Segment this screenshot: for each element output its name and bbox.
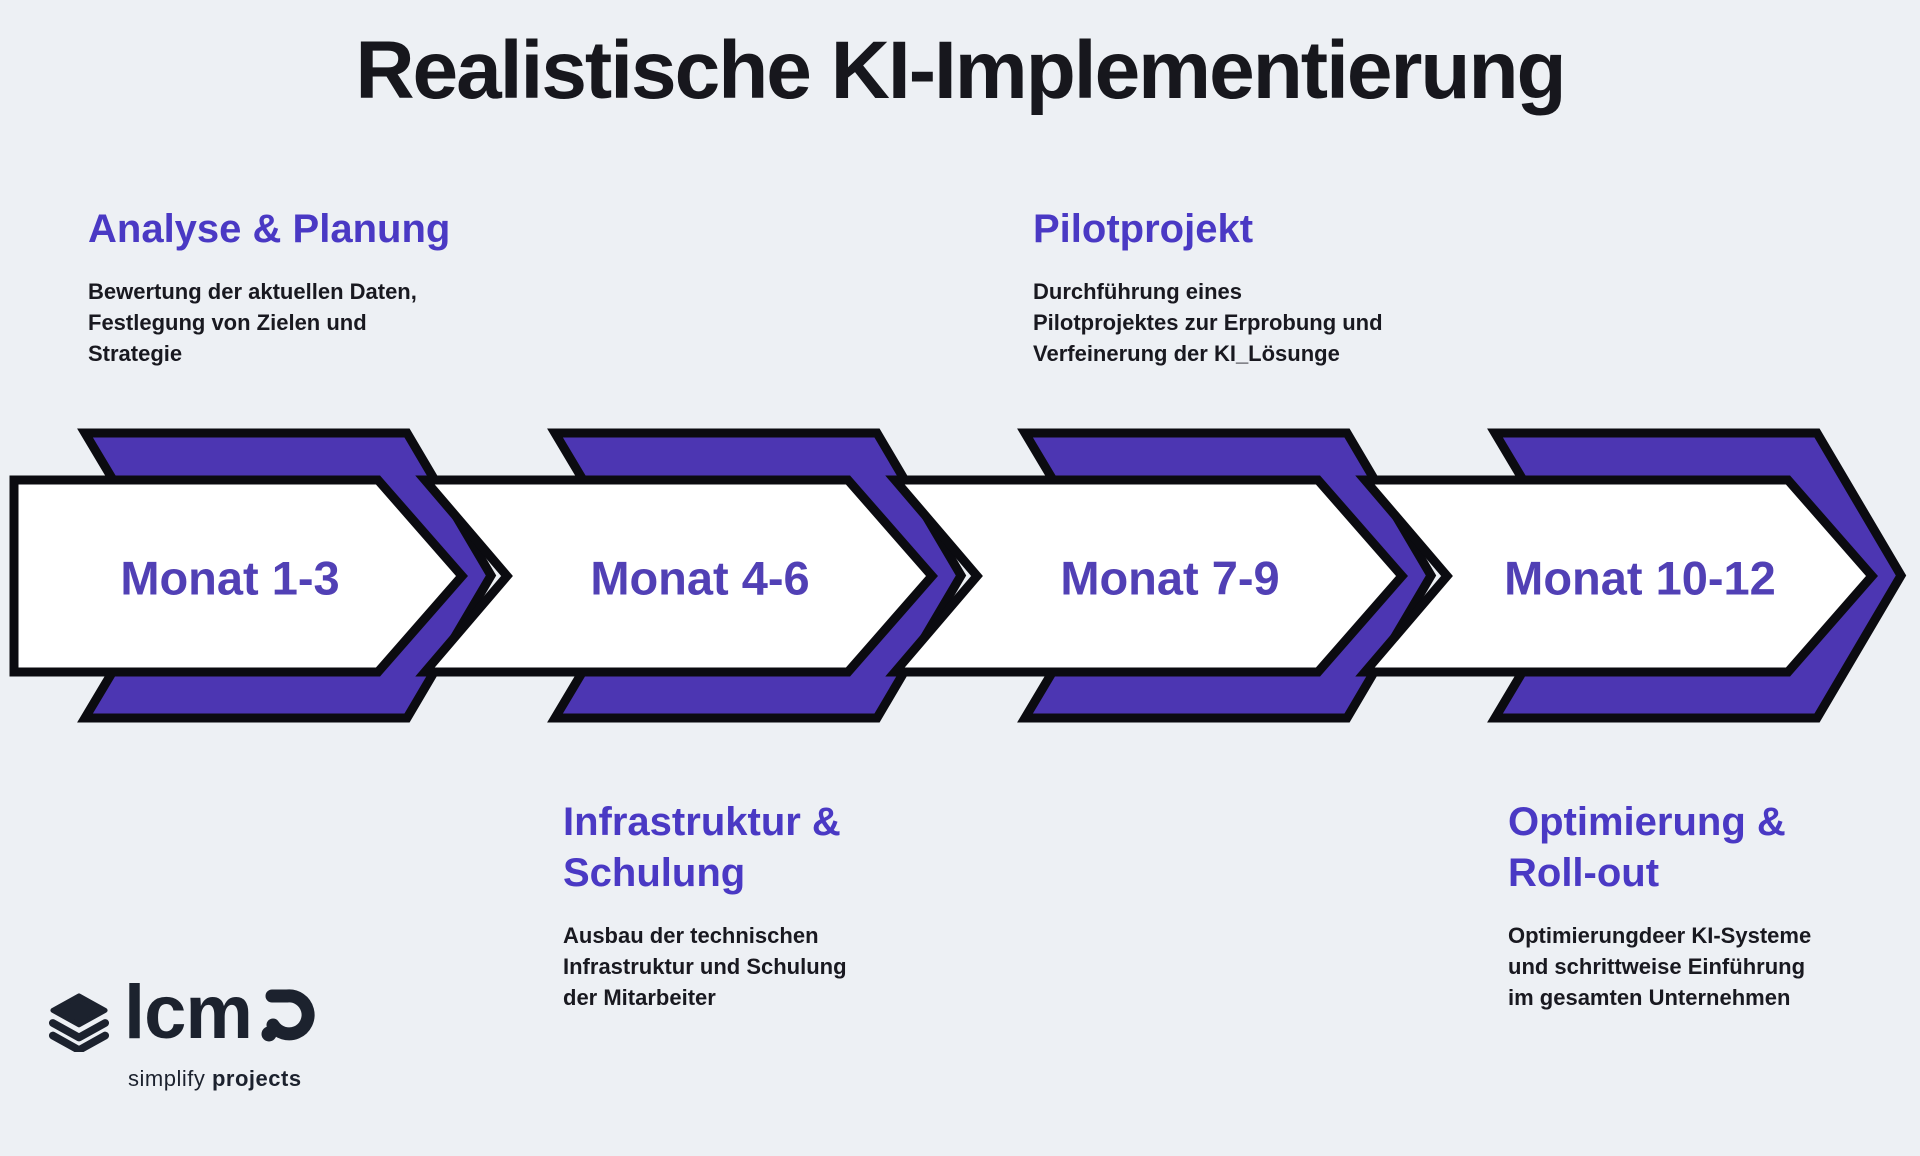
chevron-front-arrow-3 bbox=[885, 475, 1408, 677]
chevron-label-4: Monat 10-12 bbox=[1504, 552, 1776, 605]
chevron-label-1: Monat 1-3 bbox=[120, 552, 339, 605]
chevron-phase-4: Monat 10-12 bbox=[1355, 428, 1907, 723]
logo-stylized-d-icon bbox=[261, 989, 315, 1042]
chevron-label-2: Monat 4-6 bbox=[590, 552, 809, 605]
chevron-phase-1: Monat 1-3 bbox=[9, 428, 497, 723]
lcmd-logo: lcm simplify projects bbox=[48, 970, 315, 1092]
phase-block-analyse: Analyse & Planung Bewertung der aktuelle… bbox=[88, 204, 450, 369]
phase-block-infrastruktur: Infrastruktur & Schulung Ausbau der tech… bbox=[563, 797, 847, 1013]
phase-heading-pilotprojekt: Pilotprojekt bbox=[1033, 207, 1254, 251]
chevron-label-3: Monat 7-9 bbox=[1060, 552, 1279, 605]
layers-icon bbox=[48, 993, 110, 1052]
phase-block-optimierung: Optimierung & Roll-out Optimierungdeer K… bbox=[1508, 797, 1811, 1013]
phase-heading-optimierung: Optimierung & Roll-out bbox=[1508, 800, 1786, 895]
chevron-phase-3: Monat 7-9 bbox=[885, 428, 1437, 723]
logo-wordmark: lcm bbox=[124, 970, 315, 1055]
logo-wordmark-lcm: lcm bbox=[124, 970, 253, 1055]
page-title: Realistische KI-Implementierung bbox=[355, 25, 1566, 116]
phase-description-optimierung: Optimierungdeer KI-Systeme und schrittwe… bbox=[1508, 923, 1812, 1010]
phase-heading-infrastruktur: Infrastruktur & Schulung bbox=[563, 800, 841, 895]
logo-tagline-bold: projects bbox=[211, 1066, 302, 1092]
phase-heading-analyse: Analyse & Planung bbox=[88, 207, 451, 251]
logo-text-column: lcm simplify projects bbox=[124, 970, 315, 1092]
phase-description-analyse: Bewertung der aktuellen Daten, Festlegun… bbox=[88, 279, 417, 366]
chevron-phase-2: Monat 4-6 bbox=[415, 428, 967, 723]
chevron-front-arrow-4 bbox=[1355, 475, 1878, 677]
phase-description-pilotprojekt: Durchführung eines Pilotprojektes zur Er… bbox=[1033, 279, 1383, 366]
chevron-front-arrow-1 bbox=[9, 475, 468, 677]
phase-block-pilotprojekt: Pilotprojekt Durchführung eines Pilotpro… bbox=[1033, 204, 1383, 369]
logo-tagline-regular: simplify bbox=[128, 1066, 206, 1092]
chevron-front-arrow-2 bbox=[415, 475, 938, 677]
logo-tagline: simplify projects bbox=[128, 1066, 315, 1092]
phase-description-infrastruktur: Ausbau der technischen Infrastruktur und… bbox=[563, 923, 847, 1010]
